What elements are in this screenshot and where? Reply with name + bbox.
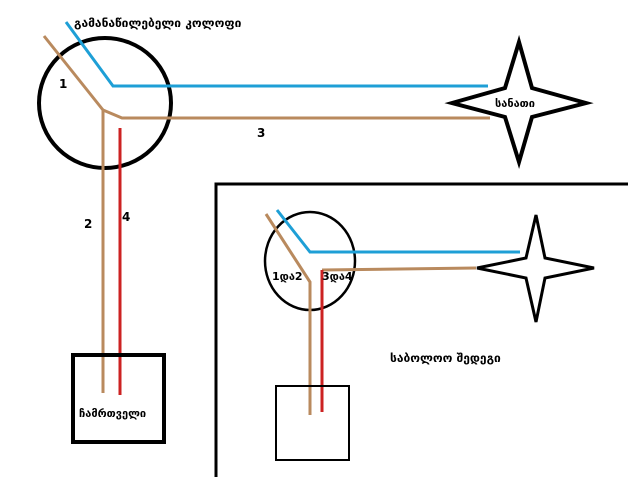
wire-1-label: 1 <box>59 77 67 91</box>
joint-3-4-label: 3და4 <box>322 270 353 283</box>
result-brown-wire-3-4 <box>321 266 477 272</box>
junction-box-label: გამანაწილებელი კოლოფი <box>74 16 242 30</box>
wire-3-label: 3 <box>257 126 265 140</box>
brown-wire-1 <box>42 35 105 111</box>
result-switch-box <box>275 385 350 461</box>
wire-2-label: 2 <box>84 217 92 231</box>
result-brown-wire-1-2 <box>264 213 312 415</box>
brown-wire-3 <box>102 108 490 120</box>
final-result-label: საბოლოო შედეგი <box>390 351 501 365</box>
result-blue-wire <box>275 209 520 254</box>
result-lamp-star-icon <box>476 214 595 323</box>
joint-1-2-label: 1და2 <box>272 270 303 283</box>
lamp-label: სანათი <box>495 97 535 110</box>
blue-wire-top <box>64 21 488 88</box>
lamp-star-icon <box>444 34 594 169</box>
switch-label: ჩამრთველი <box>79 407 146 420</box>
switch-box <box>71 353 166 444</box>
wire-4-label: 4 <box>122 210 130 224</box>
junction-box-circle <box>37 36 173 170</box>
result-frame <box>214 182 628 477</box>
